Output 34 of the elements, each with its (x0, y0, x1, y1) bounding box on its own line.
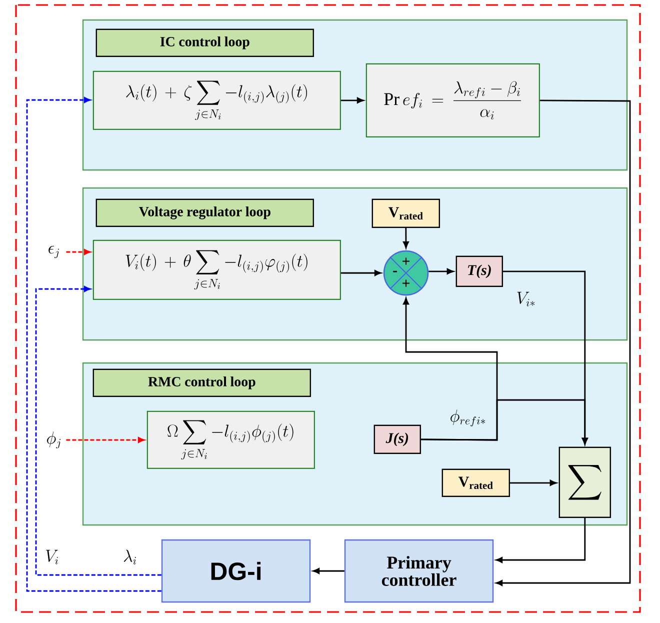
edge-label: $\phi_{refi*}$ (448, 408, 488, 428)
arrow (510, 480, 557, 486)
edge-label: $\lambda_i$ (122, 548, 138, 566)
loop-title-box: IC control loop (96, 28, 314, 57)
edge-label: $V_{i*}$ (515, 290, 537, 308)
signal-label: $\phi_j$ (47, 432, 61, 448)
arrow (66, 437, 145, 443)
loop-title-box: RMC control loop (92, 368, 311, 397)
formula-box: $\lambda_i(t)+\zeta\sum_{j\in N_i}-l_{(i,j)}\lambda_{(j)}(t)$ (92, 70, 341, 130)
controller-box: Primary controller (344, 539, 494, 603)
arrow (421, 399, 588, 445)
arrow (428, 268, 454, 274)
arrow (35, 286, 162, 576)
arrow (340, 97, 364, 104)
arrow (340, 270, 382, 276)
summing-junction: + - + (383, 250, 429, 296)
arrow (66, 249, 91, 255)
reference-box: V$_{rated}$ (372, 198, 440, 228)
summation-box: $\sum$ (558, 446, 611, 518)
formula-box: $\mathrm{Pr}\,ef_i=\frac{\lambda_{refi}-\beta_i}{\alpha_i}$ (366, 63, 540, 138)
formula-box: $\Omega\sum_{j\in N_i}-l_{(i,j)}\phi_{(j)}(t)$ (146, 410, 315, 469)
arrow (403, 228, 409, 248)
arrow (26, 97, 162, 592)
generator-box: DG-i (161, 539, 311, 603)
loop-title-box: Voltage regulator loop (96, 198, 314, 227)
reference-box: V$_{rated}$ (442, 468, 510, 497)
arrow (496, 100, 631, 586)
transfer-function-box: T(s) (456, 256, 503, 287)
signal-label: $\epsilon_j$ (48, 246, 59, 258)
transfer-function-box: J(s) (374, 424, 421, 454)
formula-box: $V_i(t)+\theta\sum_{j\in N_i}-l_{(i,j)}\varphi_{(j)}(t)$ (92, 240, 341, 300)
arrow (496, 518, 586, 563)
edge-label: $V_i$ (44, 548, 60, 566)
arrow (312, 568, 344, 574)
